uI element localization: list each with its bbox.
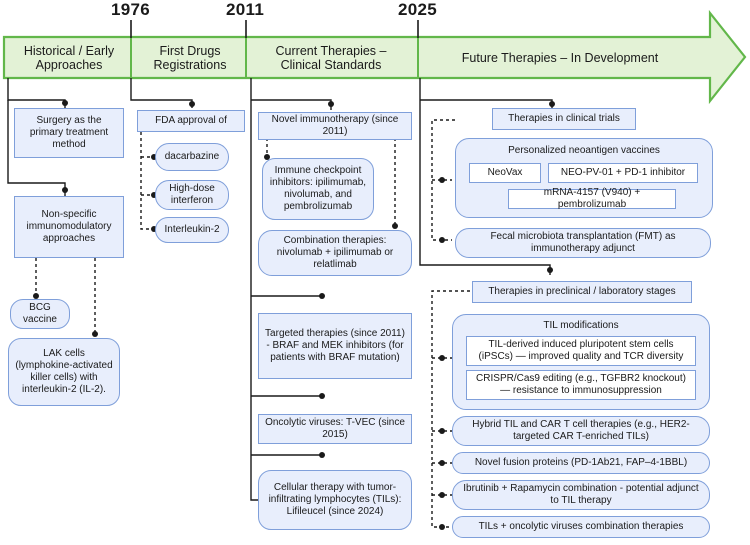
year-label-2011: 2011 — [226, 0, 265, 19]
endpoint-dot — [328, 101, 334, 107]
endpoint-dot — [33, 293, 39, 299]
endpoint-dot — [392, 223, 398, 229]
era-first-drugs: First Drugs Registrations — [153, 43, 227, 72]
endpoint-dot — [319, 452, 325, 458]
timeline-arrow — [2, 9, 747, 105]
box-lak: LAK cells (lymphokine-activated killer c… — [8, 338, 120, 406]
era-future: Future Therapies – In Development — [461, 50, 659, 65]
era-current: Current Therapies – Clinical Standards — [275, 43, 387, 72]
endpoint-dot — [439, 492, 445, 498]
box-interferon: High-dose interferon — [155, 180, 229, 210]
box-preclinical: Therapies in preclinical / laboratory st… — [472, 281, 692, 303]
box-til-oncolytic-combo: TILs + oncolytic viruses combination the… — [452, 516, 710, 538]
year-label-2025: 2025 — [398, 0, 438, 19]
box-fda: FDA approval of — [137, 110, 245, 132]
endpoint-dot — [439, 428, 445, 434]
endpoint-dot — [439, 355, 445, 361]
endpoint-dot — [439, 237, 445, 243]
box-nonspecific: Non-specific immunomodulatory approaches — [14, 196, 124, 258]
box-dacarbazine: dacarbazine — [155, 143, 229, 171]
box-novel-immunotherapy: Novel immunotherapy (since 2011) — [258, 112, 412, 140]
endpoint-dot — [439, 524, 445, 530]
group-vaccines: Personalized neoantigen vaccines NeoVax … — [455, 138, 713, 218]
box-mrna-4157: mRNA-4157 (V940) + pembrolizumab — [508, 187, 676, 210]
box-neo-pv-01: NEO-PV-01 + PD-1 inhibitor — [548, 163, 698, 183]
connector-first-drugs — [140, 132, 154, 230]
box-fusion-proteins: Novel fusion proteins (PD-1Ab21, FAP–4-1… — [452, 452, 710, 474]
box-fmt: Fecal microbiota transplantation (FMT) a… — [455, 228, 711, 258]
endpoint-dot — [62, 100, 68, 106]
group-til-modifications: TIL modifications TIL-derived induced pl… — [452, 314, 710, 410]
endpoint-dot — [547, 267, 553, 273]
connector-novel — [251, 99, 332, 110]
endpoint-dot — [92, 331, 98, 337]
vaccines-title: Personalized neoantigen vaccines — [508, 145, 660, 156]
box-ibrutinib: Ibrutinib + Rapamycin combination - pote… — [452, 480, 710, 510]
endpoint-dot — [319, 293, 325, 299]
connector-current-spine — [250, 78, 258, 501]
til-title: TIL modifications — [543, 320, 619, 331]
box-bcg: BCG vaccine — [10, 299, 70, 329]
box-hybrid-til-car: Hybrid TIL and CAR T cell therapies (e.g… — [452, 416, 710, 446]
connector-clinical — [420, 99, 553, 108]
box-interleukin: Interleukin-2 — [155, 217, 229, 243]
box-surgery: Surgery as the primary treatment method — [14, 108, 124, 158]
endpoint-dot — [549, 101, 555, 107]
endpoint-dot — [439, 460, 445, 466]
box-targeted: Targeted therapies (since 2011) - BRAF a… — [258, 313, 412, 379]
box-combination: Combination therapies: nivolumab + ipili… — [258, 230, 412, 276]
connector-surgery — [7, 78, 66, 108]
box-neovax: NeoVax — [469, 163, 541, 183]
endpoint-dot — [319, 393, 325, 399]
box-clinical-trials: Therapies in clinical trials — [492, 108, 636, 130]
endpoint-dot — [189, 101, 195, 107]
box-checkpoint: Immune checkpoint inhibitors: ipilimumab… — [262, 158, 374, 220]
box-oncolytic: Oncolytic viruses: T-VEC (since 2015) — [258, 414, 412, 444]
connector-fda — [130, 78, 193, 108]
endpoint-dot — [439, 177, 445, 183]
box-til-ipsc: TIL-derived induced pluripotent stem cel… — [466, 336, 696, 366]
era-historical: Historical / Early Approaches — [23, 43, 115, 72]
box-cellular: Cellular therapy with tumor-infiltrating… — [258, 470, 412, 530]
year-label-1976: 1976 — [111, 0, 151, 19]
endpoint-dot — [62, 187, 68, 193]
box-crispr: CRISPR/Cas9 editing (e.g., TGFBR2 knocko… — [466, 370, 696, 400]
